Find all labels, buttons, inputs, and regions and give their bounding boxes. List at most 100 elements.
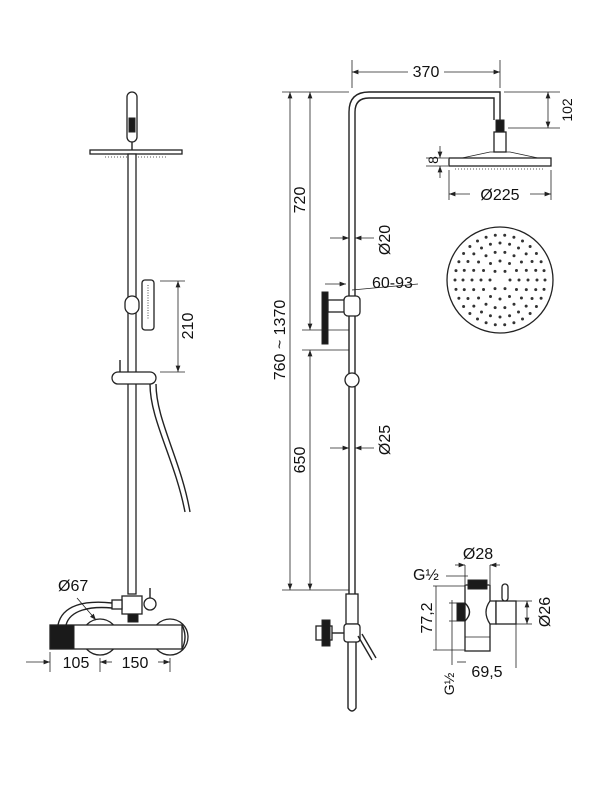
rain-head-side	[448, 157, 552, 167]
leader-line	[351, 283, 419, 291]
mixer-lever	[357, 635, 373, 661]
diverter-side	[345, 593, 359, 625]
nozzle	[508, 278, 512, 282]
nozzle	[528, 311, 532, 315]
side-view: 60-93 Ø20 Ø25 760 ~ 1370 720 650 370	[272, 60, 575, 712]
nozzle	[480, 310, 483, 314]
nozzle	[493, 269, 497, 273]
nozzle	[457, 296, 461, 300]
nozzle	[517, 278, 521, 282]
nozzle	[493, 306, 497, 310]
diverter-detail: Ø28 G½ 77,2 G½ Ø26 69,5	[413, 546, 554, 695]
nozzle	[498, 315, 502, 319]
nozzle	[493, 287, 497, 291]
nozzle	[468, 311, 472, 315]
nozzle	[508, 294, 511, 298]
mixer-side-knob-grip	[321, 619, 331, 647]
nozzle	[489, 294, 492, 298]
nozzle	[484, 302, 488, 306]
nozzle	[519, 296, 523, 300]
top-pipe-cap	[126, 91, 138, 143]
nozzle	[503, 269, 507, 273]
diverter-knob	[495, 600, 517, 625]
nozzle	[461, 278, 465, 282]
nozzle	[503, 287, 507, 291]
nozzle	[508, 314, 512, 318]
nozzle	[534, 252, 538, 256]
total-height-label: 760 ~ 1370	[272, 300, 289, 381]
nozzle	[462, 268, 466, 272]
hose	[149, 383, 186, 513]
nozzle	[512, 302, 516, 306]
nozzle	[488, 242, 492, 246]
nozzle	[466, 297, 470, 300]
mixer-side-body	[343, 623, 361, 643]
diverter-knob-diameter-label: Ø26	[537, 597, 554, 627]
nozzle	[477, 296, 481, 300]
nozzle	[514, 269, 518, 272]
nozzle	[503, 306, 507, 310]
nozzle	[503, 233, 507, 237]
pipe-cap-band	[128, 117, 136, 133]
diverter-nut	[127, 613, 139, 623]
nozzle	[488, 278, 492, 282]
nozzle	[526, 278, 530, 282]
nozzle	[524, 268, 528, 272]
nozzle	[479, 278, 483, 282]
nozzle	[498, 241, 502, 245]
nozzle	[503, 323, 507, 327]
mixer-end-cap	[181, 624, 186, 650]
nozzle	[468, 245, 472, 249]
nozzle-pattern	[453, 233, 547, 327]
nozzle	[535, 278, 539, 282]
diverter-knob-collar	[485, 600, 497, 625]
mixer-offset-label: 105	[63, 655, 90, 672]
diverter-outlet-curve	[464, 602, 471, 622]
head-diameter-label: Ø225	[480, 187, 519, 204]
rain-head-top-view	[446, 226, 554, 334]
nozzle	[454, 287, 458, 291]
diverter-knob-front	[143, 597, 157, 611]
diverter-diameter-label: Ø28	[463, 546, 493, 563]
nozzle	[484, 321, 488, 325]
head-thickness-label: 8	[425, 156, 441, 164]
nozzle	[472, 304, 476, 308]
nozzle	[530, 260, 534, 263]
nozzle	[466, 260, 470, 263]
nozzle	[476, 239, 479, 243]
nozzle	[530, 297, 534, 300]
head-joint	[493, 131, 507, 153]
nozzle	[484, 254, 488, 258]
wall-bracket-plate	[321, 291, 329, 345]
riser-and-arm	[348, 91, 501, 594]
nozzle	[462, 304, 466, 308]
diverter-side-thread-label: G½	[441, 672, 457, 695]
leader-line	[76, 597, 97, 621]
label-background	[470, 184, 530, 202]
nozzle	[484, 235, 488, 239]
nozzle	[472, 252, 476, 256]
hose-connector	[111, 599, 123, 610]
hose-holder	[111, 371, 157, 385]
nozzle	[519, 260, 523, 264]
diverter-height-label: 77,2	[419, 602, 436, 633]
nozzle	[514, 288, 518, 291]
nozzle	[521, 239, 524, 243]
label-background	[408, 60, 444, 80]
nozzle	[517, 246, 520, 250]
nozzle	[476, 317, 479, 321]
nozzle	[512, 254, 516, 258]
nozzle	[534, 288, 538, 292]
nozzle	[534, 268, 538, 272]
nozzle	[472, 288, 476, 292]
riser-and-arm-inner	[354, 97, 495, 594]
nozzle	[524, 304, 528, 308]
nozzle	[470, 278, 474, 282]
upper-height-label: 720	[292, 187, 309, 214]
mixer-lever-outline	[361, 633, 377, 659]
diverter-side-outlet	[456, 602, 466, 622]
nozzle	[457, 260, 461, 264]
arm-nut	[495, 119, 505, 133]
mixer-knob-diameter-label: Ø67	[58, 578, 88, 595]
nozzle	[542, 269, 546, 273]
